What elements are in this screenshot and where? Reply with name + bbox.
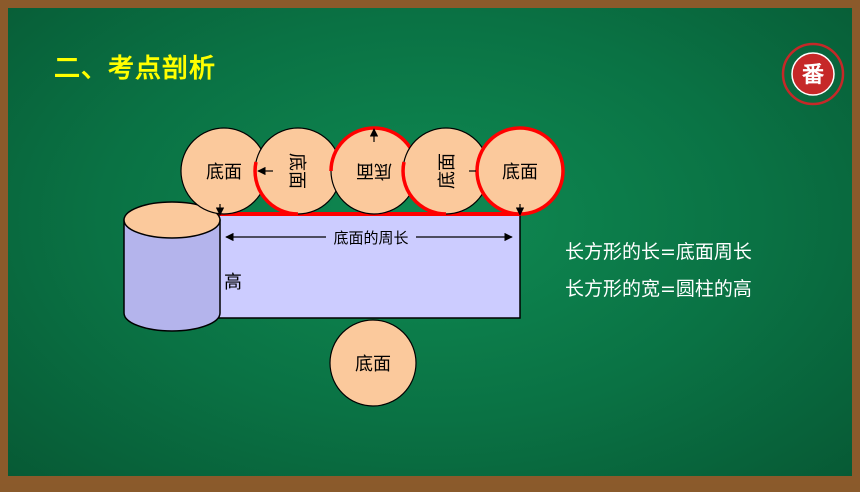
cylinder-unfold-diagram: 番 底面的周长 高 底面 底面 底面: [123, 42, 845, 407]
base-circle-3: 底面: [329, 126, 419, 215]
base-circle-4: 底面: [401, 127, 490, 216]
base-label: 底面: [356, 160, 392, 181]
base-label: 底面: [437, 153, 458, 189]
base-label: 底面: [286, 153, 307, 189]
note-length: 长方形的长=底面周长: [565, 241, 752, 263]
arrow-label-bg: [326, 227, 416, 247]
base-label: 底面: [502, 162, 538, 183]
logo-glyph: 番: [801, 62, 825, 88]
height-label: 高: [224, 272, 242, 293]
base-circle-bottom: 底面: [329, 319, 417, 407]
base-label: 底面: [355, 354, 391, 375]
note-width: 长方形的宽=圆柱的高: [565, 278, 752, 300]
base-circle-5: 底面: [475, 126, 565, 216]
circumference-label: 底面的周长: [333, 229, 408, 247]
base-circle-2: 底面: [253, 127, 342, 216]
school-logo: 番: [781, 42, 845, 106]
page-title: 二、考点剖析: [54, 54, 217, 84]
base-label: 底面: [206, 162, 242, 183]
cylinder: [123, 201, 221, 332]
